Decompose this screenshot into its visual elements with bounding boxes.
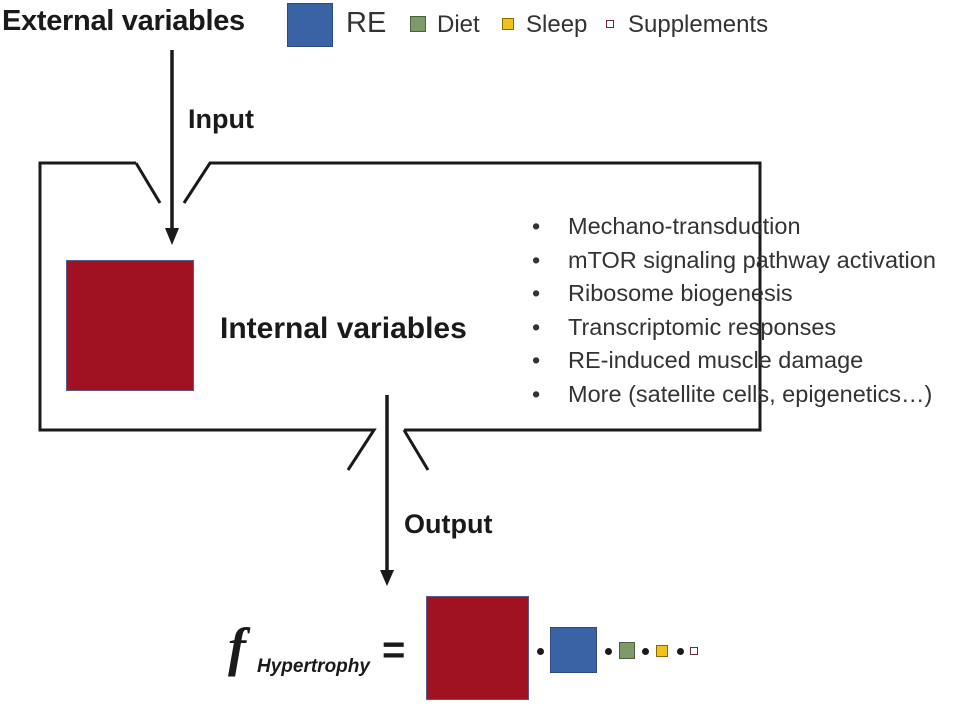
- bullet-text: mTOR signaling pathway activation: [568, 246, 936, 273]
- formula-diet-square: [619, 642, 635, 659]
- formula-function-symbol: f: [228, 617, 246, 677]
- legend-supplements-label: Supplements: [628, 11, 769, 38]
- formula-internal-square: [426, 596, 529, 700]
- legend-supplements-swatch: [606, 20, 614, 28]
- legend-diet-label: Diet: [437, 11, 480, 38]
- multiply-dot-icon: [537, 648, 544, 655]
- bullet-dot-icon: •: [532, 380, 541, 407]
- list-item: • More (satellite cells, epigenetics…): [532, 378, 936, 412]
- formula-subscript: Hypertrophy: [257, 656, 370, 677]
- external-variables-title: External variables: [2, 5, 245, 37]
- formula-sleep-square: [656, 645, 668, 657]
- system-box-outline: [38, 161, 762, 471]
- list-item: • RE-induced muscle damage: [532, 344, 936, 378]
- output-label: Output: [404, 509, 493, 539]
- internal-variables-title: Internal variables: [220, 312, 467, 345]
- list-item: • Transcriptomic responses: [532, 311, 936, 345]
- legend-diet-swatch: [410, 16, 426, 32]
- multiply-dot-icon: [677, 648, 684, 655]
- multiply-dot-icon: [605, 648, 612, 655]
- bullet-text: Mechano-transduction: [568, 213, 801, 239]
- formula-equals-sign: =: [382, 628, 406, 672]
- list-item: • Mechano-transduction: [532, 210, 936, 244]
- formula-supplements-square: [690, 647, 698, 655]
- legend-re-label: RE: [346, 7, 387, 39]
- internal-square: [66, 260, 194, 391]
- bullet-text: More (satellite cells, epigenetics…): [568, 380, 933, 407]
- legend-sleep-swatch: [502, 18, 514, 30]
- list-item: • Ribosome biogenesis: [532, 277, 936, 311]
- bullet-text: Ribosome biogenesis: [568, 280, 793, 307]
- bullet-text: Transcriptomic responses: [568, 313, 837, 340]
- bullet-text: RE-induced muscle damage: [568, 347, 864, 374]
- input-label: Input: [188, 104, 254, 134]
- formula-re-square: [550, 627, 597, 673]
- internal-mechanisms-list: • Mechano-transduction • mTOR signaling pa…: [532, 210, 936, 412]
- input-arrowhead: [165, 228, 179, 245]
- list-item: • mTOR signaling pathway activation: [532, 244, 936, 278]
- legend-sleep-label: Sleep: [526, 11, 588, 38]
- multiply-dot-icon: [642, 648, 649, 655]
- bullet-dot-icon: •: [532, 213, 541, 239]
- bullet-dot-icon: •: [532, 347, 541, 374]
- bullet-dot-icon: •: [532, 246, 541, 273]
- bullet-dot-icon: •: [532, 280, 541, 307]
- legend-re-swatch: [287, 3, 333, 47]
- output-arrowhead: [380, 570, 394, 586]
- bullet-dot-icon: •: [532, 313, 541, 340]
